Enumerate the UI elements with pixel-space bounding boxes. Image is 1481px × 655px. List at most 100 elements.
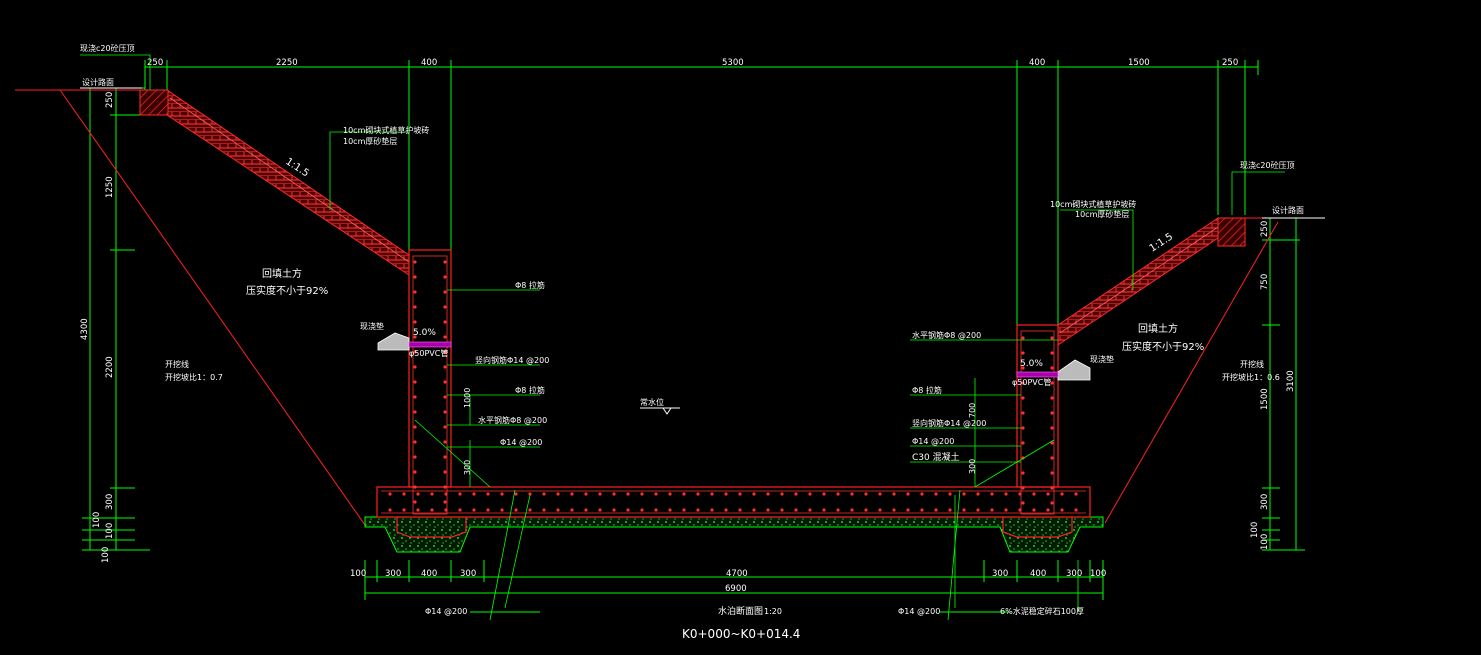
rebar-dot: [640, 492, 644, 496]
rebar-dot: [766, 492, 770, 496]
rebar-dot: [556, 508, 560, 512]
rebar-dot: [413, 260, 417, 264]
left-backfill-label-2: 压实度不小于92%: [246, 284, 328, 297]
rebar-dot: [443, 380, 447, 384]
drawing-chainage: K0+000~K0+014.4: [682, 627, 800, 641]
rebar-dot: [990, 492, 994, 496]
left-slope-layer2-label: 10cm厚砂垫层: [343, 136, 397, 146]
left-dim-top: 250: [105, 92, 115, 108]
rebar-dot: [696, 492, 700, 496]
wall-dim-700: 700: [968, 403, 977, 418]
rebar-dot: [413, 425, 417, 429]
rebar-dot: [1021, 411, 1025, 415]
water-level-label: 常水位: [640, 397, 664, 407]
rebar-dot: [766, 508, 770, 512]
rebar-dot: [920, 508, 924, 512]
top-dim-5300: 5300: [722, 58, 744, 68]
right-dim-middle: 1500: [1260, 388, 1270, 410]
rebar-dot: [1050, 441, 1054, 445]
left-dim-upper: 1250: [105, 176, 115, 198]
rebar-dot: [443, 410, 447, 414]
wall-dim-1000: 1000: [463, 388, 472, 408]
right-backfill-label-2: 压实度不小于92%: [1122, 340, 1204, 353]
rebar-dot: [1021, 486, 1025, 490]
bottom-dim-400-2: 400: [1030, 569, 1046, 579]
right-drain-slope-label: 5.0%: [1020, 359, 1043, 369]
rebar-dot: [1018, 492, 1022, 496]
rebar-dot: [1032, 492, 1036, 496]
left-dim-bottom3: 100: [101, 547, 111, 563]
right-excavation-label-2: 开挖坡比1：0.6: [1222, 372, 1280, 382]
rebar-dot: [906, 492, 910, 496]
right-vertical-label: 竖向钢筋Φ14 @200: [912, 418, 986, 428]
bottom-slab: [376, 486, 1091, 518]
bottom-dim-4700: 4700: [726, 569, 748, 579]
rebar-dot: [413, 455, 417, 459]
rebar-dot: [794, 508, 798, 512]
rebar-dot: [413, 410, 417, 414]
rebar-dot: [948, 508, 952, 512]
right-dim-total: 3100: [1286, 370, 1296, 392]
rebar-dot: [413, 305, 417, 309]
horizontal-rebar-label: 水平钢筋Φ8 @200: [478, 415, 547, 425]
bottom-dim-300-1: 300: [385, 569, 401, 579]
left-coping-cap: [139, 89, 169, 116]
rebar-dot: [654, 492, 658, 496]
rebar-dot: [542, 492, 546, 496]
rebar-dot: [1021, 426, 1025, 430]
rebar-dot: [413, 320, 417, 324]
rebar-dot: [962, 508, 966, 512]
left-slope-layer1-label: 10cm砌块式植草护坡砖: [343, 125, 429, 135]
rebar-dot: [626, 492, 630, 496]
drawing-scale: 1:20: [764, 607, 782, 616]
drawing-title: 水泊断面图: [718, 605, 763, 617]
right-wall: [1016, 324, 1059, 488]
right-horizontal-rebar-label: 水平钢筋Φ8 @200: [912, 330, 981, 340]
rebar-dot: [413, 395, 417, 399]
rebar-dot: [443, 305, 447, 309]
rebar-dot: [738, 492, 742, 496]
bottom-dim-300-3: 300: [992, 569, 1008, 579]
phi14-left-label: Φ14 @200: [500, 438, 542, 447]
rebar-dot: [878, 508, 882, 512]
rebar-dot: [413, 485, 417, 489]
gravel-base: [364, 516, 1104, 553]
rebar-dot: [962, 492, 966, 496]
rebar-dot: [1021, 351, 1025, 355]
rebar-dot: [443, 485, 447, 489]
rebar-dot: [443, 440, 447, 444]
left-dim-total: 4300: [80, 318, 90, 340]
rebar-dot: [556, 492, 560, 496]
left-dimension-chain: [82, 87, 150, 551]
left-drain-pad-label: 现浇垫: [360, 321, 384, 331]
bottom-dim-300-2: 300: [460, 569, 476, 579]
rebar-dot: [724, 492, 728, 496]
rebar-dot: [443, 335, 447, 339]
bottom-phi14-left-label: Φ14 @200: [425, 607, 467, 616]
rebar-dot: [1021, 441, 1025, 445]
rebar-dot: [850, 508, 854, 512]
rebar-dot: [1050, 471, 1054, 475]
concrete-label: C30 混凝土: [912, 451, 960, 463]
rebar-dot: [822, 492, 826, 496]
vertical-rebar-label: 竖向钢筋Φ14 @200: [475, 355, 549, 365]
rebar-dot: [413, 290, 417, 294]
drain-left: [377, 332, 452, 351]
left-dim-bottom1: 100: [92, 512, 102, 528]
rebar-dot: [443, 395, 447, 399]
rebar-dot: [443, 350, 447, 354]
rebar-dot: [864, 492, 868, 496]
rebar-dot: [976, 508, 980, 512]
rebar-dot: [443, 455, 447, 459]
rebar-dot: [1050, 411, 1054, 415]
rebar-dot: [654, 508, 658, 512]
rebar-dot: [1050, 501, 1054, 505]
right-dim-bottom2: 100: [1260, 534, 1270, 550]
bottom-dim-400-1: 400: [421, 569, 437, 579]
rebar-dot: [472, 508, 476, 512]
wall-dim-300: 300: [463, 460, 472, 475]
left-dim-middle: 2200: [105, 356, 115, 378]
rebar-dot: [640, 508, 644, 512]
rebar-dot: [443, 275, 447, 279]
